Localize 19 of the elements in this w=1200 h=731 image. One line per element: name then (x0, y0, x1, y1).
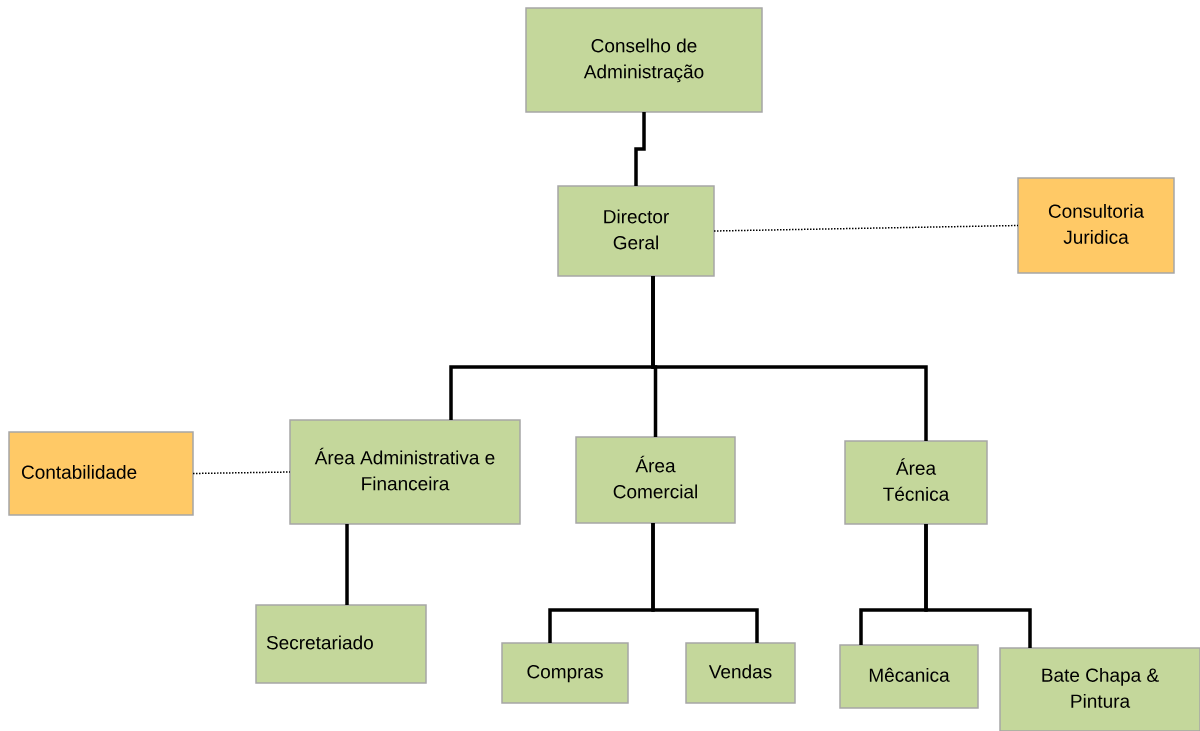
connector-line (924, 524, 1032, 648)
org-box: Secretariado (255, 604, 427, 684)
org-box: Bate Chapa & Pintura (999, 647, 1200, 731)
org-box: Conselho de Administração (525, 7, 763, 113)
org-box: Mêcanica (839, 644, 979, 709)
connector-line (713, 224, 1019, 232)
connector-line (634, 112, 646, 186)
org-box: Compras (501, 642, 629, 704)
org-box: Área Administrativa e Financeira (289, 419, 521, 525)
connector-line (192, 471, 291, 475)
connector-line (651, 276, 928, 441)
org-box: Vendas (685, 642, 796, 704)
connector-line (651, 523, 759, 643)
org-box: Área Técnica (844, 440, 988, 525)
connector-line (345, 524, 349, 605)
org-box: Director Geral (557, 185, 715, 277)
org-box: Área Comercial (575, 436, 736, 524)
org-box: Contabilidade (8, 431, 194, 516)
org-box: Consultoria Juridica (1017, 177, 1175, 274)
